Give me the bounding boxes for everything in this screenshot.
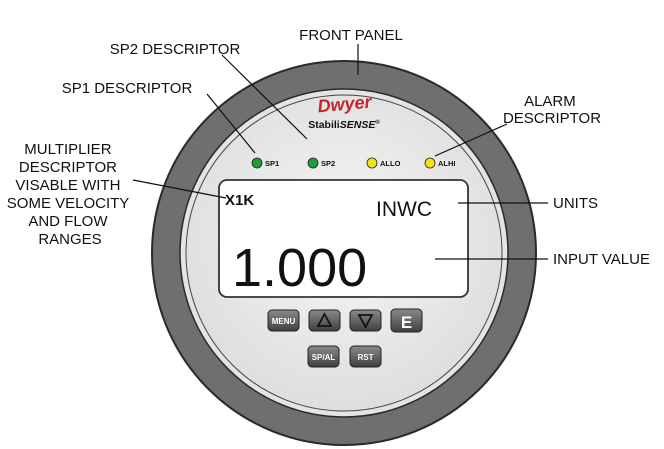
brand-name: Dwyer	[317, 92, 374, 117]
lcd-display: X1K INWC 1.000	[218, 179, 469, 298]
brand-logo: Dwyer	[317, 92, 374, 117]
leader-lines	[132, 44, 548, 260]
multiplier-leader	[132, 179, 227, 199]
units-readout: INWC	[376, 198, 432, 221]
sp-al-button-label: SP/AL	[312, 353, 336, 362]
triangle-up-icon	[316, 312, 333, 327]
rst-button[interactable]: RST	[349, 345, 382, 368]
enter-button-label: E	[401, 313, 412, 332]
menu-button[interactable]: MENU	[267, 309, 300, 332]
indicator-allo: ALLO	[366, 157, 401, 169]
menu-button-label: MENU	[272, 317, 296, 326]
indicator-alhi: ALHI	[424, 157, 456, 169]
sp-al-button[interactable]: SP/AL	[307, 345, 340, 368]
sp1-label: SP1	[265, 159, 279, 168]
alarm-descriptor-callout: ALARM DESCRIPTOR	[503, 93, 601, 127]
input-value-readout: 1.000	[232, 238, 367, 298]
indicator-sp2: SP2	[307, 157, 335, 169]
sp2-label: SP2	[321, 159, 335, 168]
triangle-down-icon	[357, 314, 374, 329]
sp2-descriptor-callout: SP2 DESCRIPTOR	[110, 41, 241, 58]
product-name: StabiliSENSE®	[308, 119, 380, 131]
allo-led-icon	[366, 157, 378, 169]
down-arrow-button[interactable]	[349, 309, 382, 332]
alarm-leader	[434, 123, 508, 157]
units-callout: UNITS	[553, 195, 598, 212]
multiplier-descriptor: X1K	[225, 192, 254, 209]
sp2-led-icon	[307, 157, 319, 169]
alhi-label: ALHI	[438, 159, 456, 168]
enter-button[interactable]: E	[390, 308, 423, 333]
front-panel-callout: FRONT PANEL	[299, 27, 403, 44]
alhi-led-icon	[424, 157, 436, 169]
rst-button-label: RST	[358, 353, 374, 362]
sp2-leader	[221, 54, 308, 140]
indicator-sp1: SP1	[251, 157, 279, 169]
multiplier-descriptor-callout: MULTIPLIER DESCRIPTOR VISABLE WITH SOME …	[7, 141, 133, 248]
sp1-leader	[206, 93, 256, 154]
lcd-screen	[218, 179, 469, 298]
up-arrow-button[interactable]	[308, 309, 341, 332]
sp1-descriptor-callout: SP1 DESCRIPTOR	[62, 80, 193, 97]
input-value-callout: INPUT VALUE	[553, 251, 650, 268]
allo-label: ALLO	[380, 159, 401, 168]
sp1-led-icon	[251, 157, 263, 169]
